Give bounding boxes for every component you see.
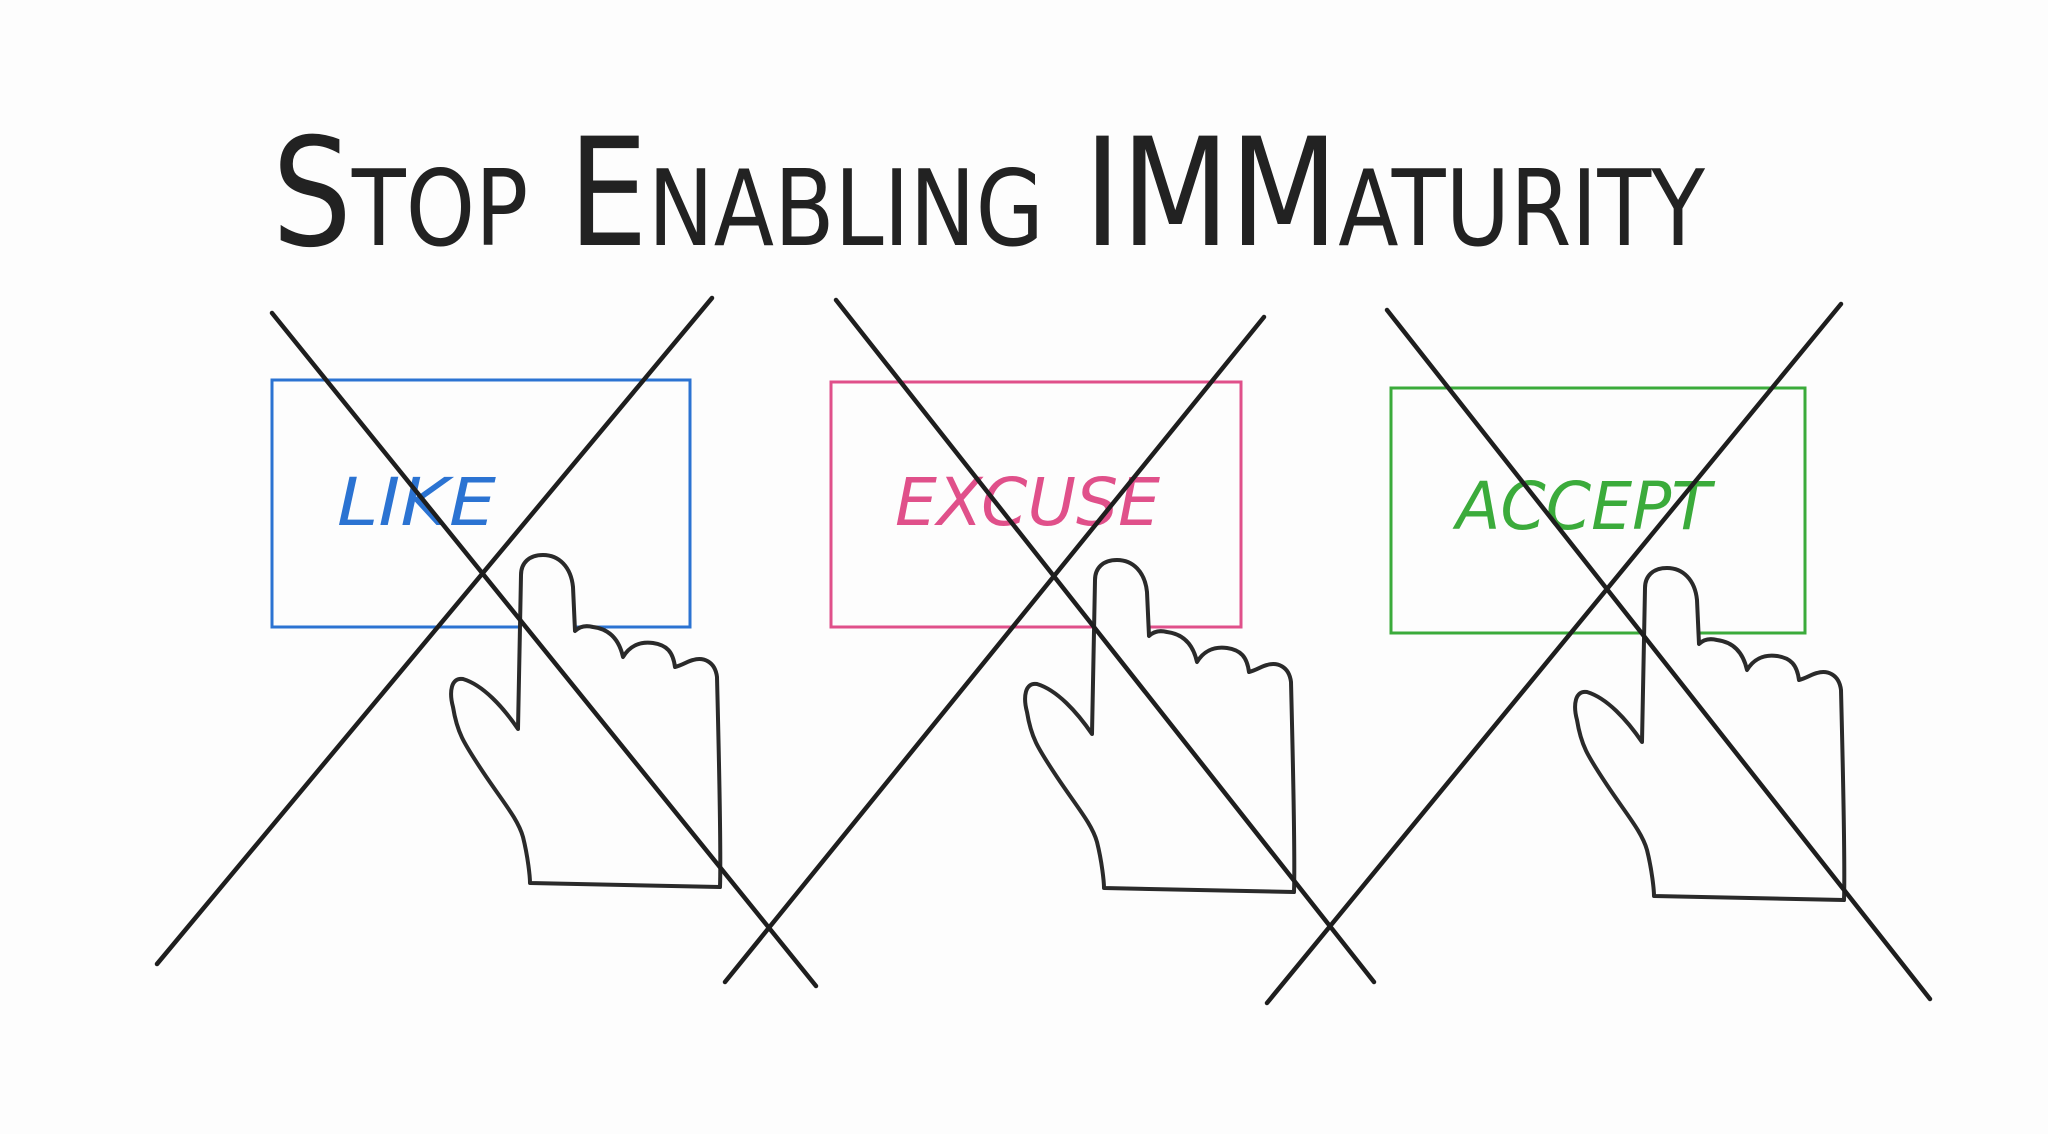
cross-out-x-icon — [833, 297, 1377, 985]
like-label: LIKE — [337, 464, 496, 541]
accept-label: ACCEPT — [1452, 468, 1716, 545]
cross-out-x-icon — [1384, 307, 1933, 1002]
pointing-hand-icon — [1023, 558, 1297, 894]
like-panel: LIKE — [270, 378, 692, 629]
excuse-button-box — [829, 380, 1243, 629]
accept-panel: ACCEPT — [1389, 386, 1807, 635]
title: Stop Enabling IMMaturity — [272, 107, 1706, 281]
cross-out-x-icon — [269, 310, 819, 989]
cross-out-x-icon — [722, 314, 1267, 985]
like-button-box — [270, 378, 692, 629]
excuse-label: EXCUSE — [895, 464, 1160, 541]
cross-out-x-icon — [154, 295, 715, 967]
pointing-hand-icon — [1573, 566, 1847, 902]
accept-button-box — [1389, 386, 1807, 635]
pointing-hand-icon — [449, 553, 723, 889]
cross-out-x-icon — [1264, 301, 1844, 1006]
